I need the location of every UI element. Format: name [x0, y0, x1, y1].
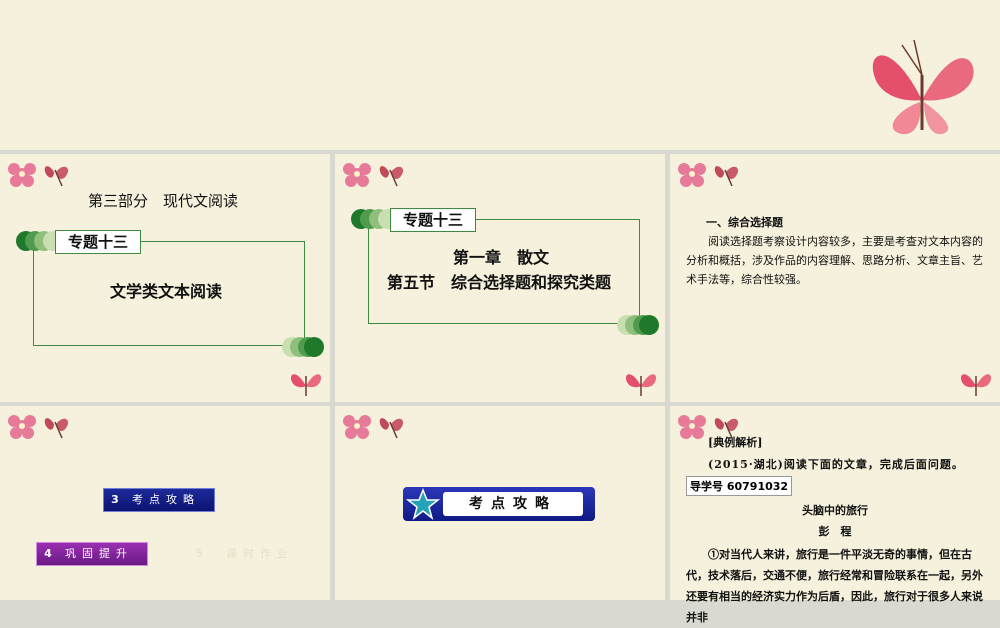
chevron-decoration-icon: [617, 315, 659, 335]
guide-number: 60791032: [726, 480, 789, 493]
part-heading: 第三部分 现代文阅读: [88, 192, 239, 210]
topic-label: 专题十三: [390, 208, 476, 232]
article-title: 头脑中的旅行: [802, 504, 868, 517]
menu-label: 巩固提升: [65, 547, 133, 560]
chevron-decoration-icon: [351, 209, 398, 229]
flower-decoration-icon: [343, 163, 404, 187]
menu-number: 3: [111, 493, 119, 506]
menu-item-gonggu[interactable]: 4 巩固提升: [36, 542, 148, 566]
flower-decoration-icon: [678, 415, 739, 439]
chevron-decoration-icon: [282, 337, 324, 357]
title-frame: [368, 219, 640, 324]
slide-thumbnail-4[interactable]: 3 考点攻略 4 巩固提升 5 课时作业: [0, 406, 330, 600]
menu-item-kaodian[interactable]: 3 考点攻略: [103, 488, 215, 512]
question-intro: (2015·湖北)阅读下面的文章，完成后面问题。: [708, 458, 964, 471]
butterfly-icon: [960, 374, 992, 396]
menu-item-keshi[interactable]: 5 课时作业: [196, 547, 294, 560]
slide-thumbnail-2[interactable]: 专题十三 第一章 散文 第五节 综合选择题和探究类题: [335, 154, 665, 402]
section-title: 第五节 综合选择题和探究类题: [387, 273, 612, 292]
article-paragraph: ①对当代人来讲，旅行是一件平淡无奇的事情，但在古代，技术落后，交通不便，旅行经常…: [686, 548, 983, 624]
slide-thumbnail-5[interactable]: 考点攻略: [335, 406, 665, 600]
butterfly-icon: [625, 374, 657, 396]
flower-decoration-icon: [343, 415, 404, 439]
slide-thumbnail-6[interactable]: [典例解析] (2015·湖北)阅读下面的文章，完成后面问题。 导学号 6079…: [670, 406, 1000, 624]
section-body: 阅读选择题考察设计内容较多，主要是考查对文本内容的分析和概括，涉及作品的内容理解…: [686, 235, 983, 286]
flower-decoration-icon: [8, 415, 69, 439]
guide-label: 导学号: [690, 480, 723, 493]
banner-label: 考点攻略: [443, 492, 583, 516]
article-author: 彭 程: [818, 525, 852, 538]
butterfly-icon: [872, 39, 974, 135]
flower-decoration-icon: [678, 163, 739, 187]
menu-number: 4: [44, 547, 52, 560]
star-icon: [405, 487, 441, 520]
menu-label: 考点攻略: [132, 493, 200, 506]
chevron-decoration-icon: [16, 231, 63, 251]
kaodian-banner: 考点攻略: [403, 487, 595, 521]
slide-title: 文学类文本阅读: [110, 282, 223, 301]
guide-number-box: 导学号 60791032: [686, 476, 793, 496]
top-slide-strip: [0, 0, 1000, 150]
example-tag: [典例解析]: [708, 436, 763, 449]
section-heading: 一、综合选择题: [706, 216, 783, 229]
butterfly-icon: [290, 374, 322, 396]
flower-decoration-icon: [8, 163, 69, 187]
chapter-title: 第一章 散文: [453, 248, 550, 267]
topic-label: 专题十三: [55, 230, 141, 254]
slide-thumbnail-1[interactable]: 第三部分 现代文阅读 专题十三 文学类文本阅读: [0, 154, 330, 402]
slide-thumbnail-3[interactable]: 一、综合选择题 阅读选择题考察设计内容较多，主要是考查对文本内容的分析和概括，涉…: [670, 154, 1000, 402]
title-frame: [33, 241, 305, 346]
